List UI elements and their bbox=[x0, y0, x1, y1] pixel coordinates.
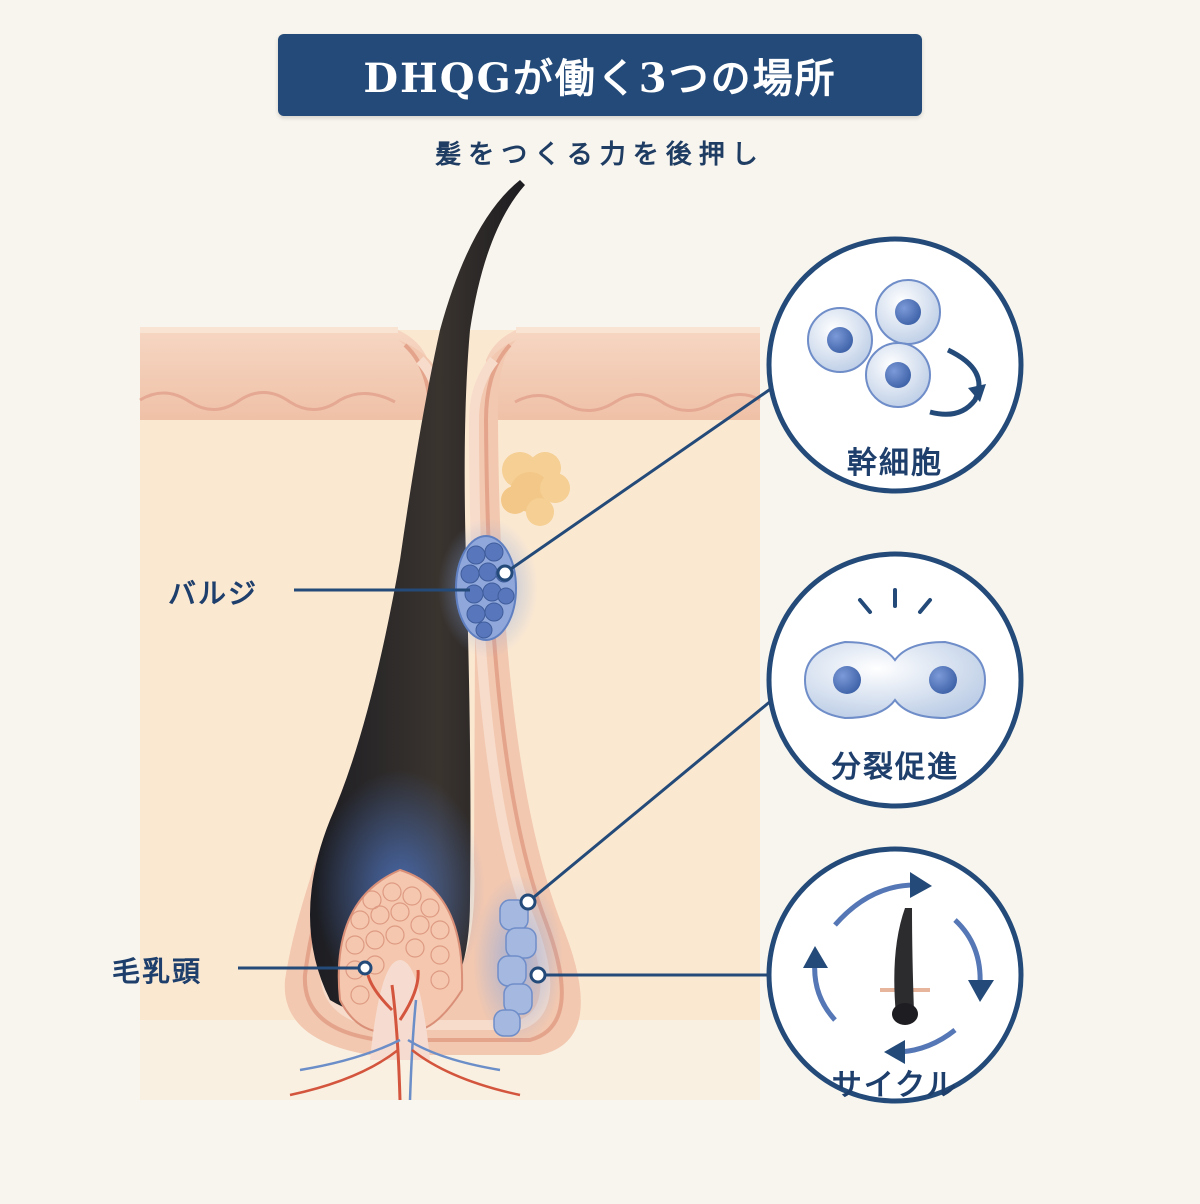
dividing-cell-icon bbox=[803, 588, 987, 720]
label-cycle: サイクル bbox=[831, 1068, 959, 1103]
lower-cell-cluster bbox=[473, 875, 563, 1045]
stem-cells-circle bbox=[766, 236, 1024, 494]
title-banner: DHQGが働く3つの場所 bbox=[278, 34, 922, 116]
division-circle bbox=[766, 551, 1024, 809]
dermal-papilla bbox=[289, 868, 521, 1101]
page-title: DHQGが働く3つの場所 bbox=[363, 55, 837, 102]
label-papilla: 毛乳頭 bbox=[112, 955, 203, 988]
label-division: 分裂促進 bbox=[831, 750, 959, 785]
label-bulge: バルジ bbox=[168, 577, 259, 610]
cluster-cells-icon bbox=[807, 279, 986, 417]
cycle-circle bbox=[766, 846, 1024, 1104]
page-subtitle: 髪をつくる力を後押し bbox=[435, 140, 765, 170]
sebaceous-gland bbox=[501, 452, 570, 526]
callout-lines bbox=[238, 386, 775, 977]
bulge-cluster bbox=[438, 518, 538, 658]
callout-dots bbox=[357, 564, 547, 984]
label-stem-cells: 幹細胞 bbox=[847, 446, 943, 481]
hair-cycle-icon bbox=[803, 872, 994, 1064]
